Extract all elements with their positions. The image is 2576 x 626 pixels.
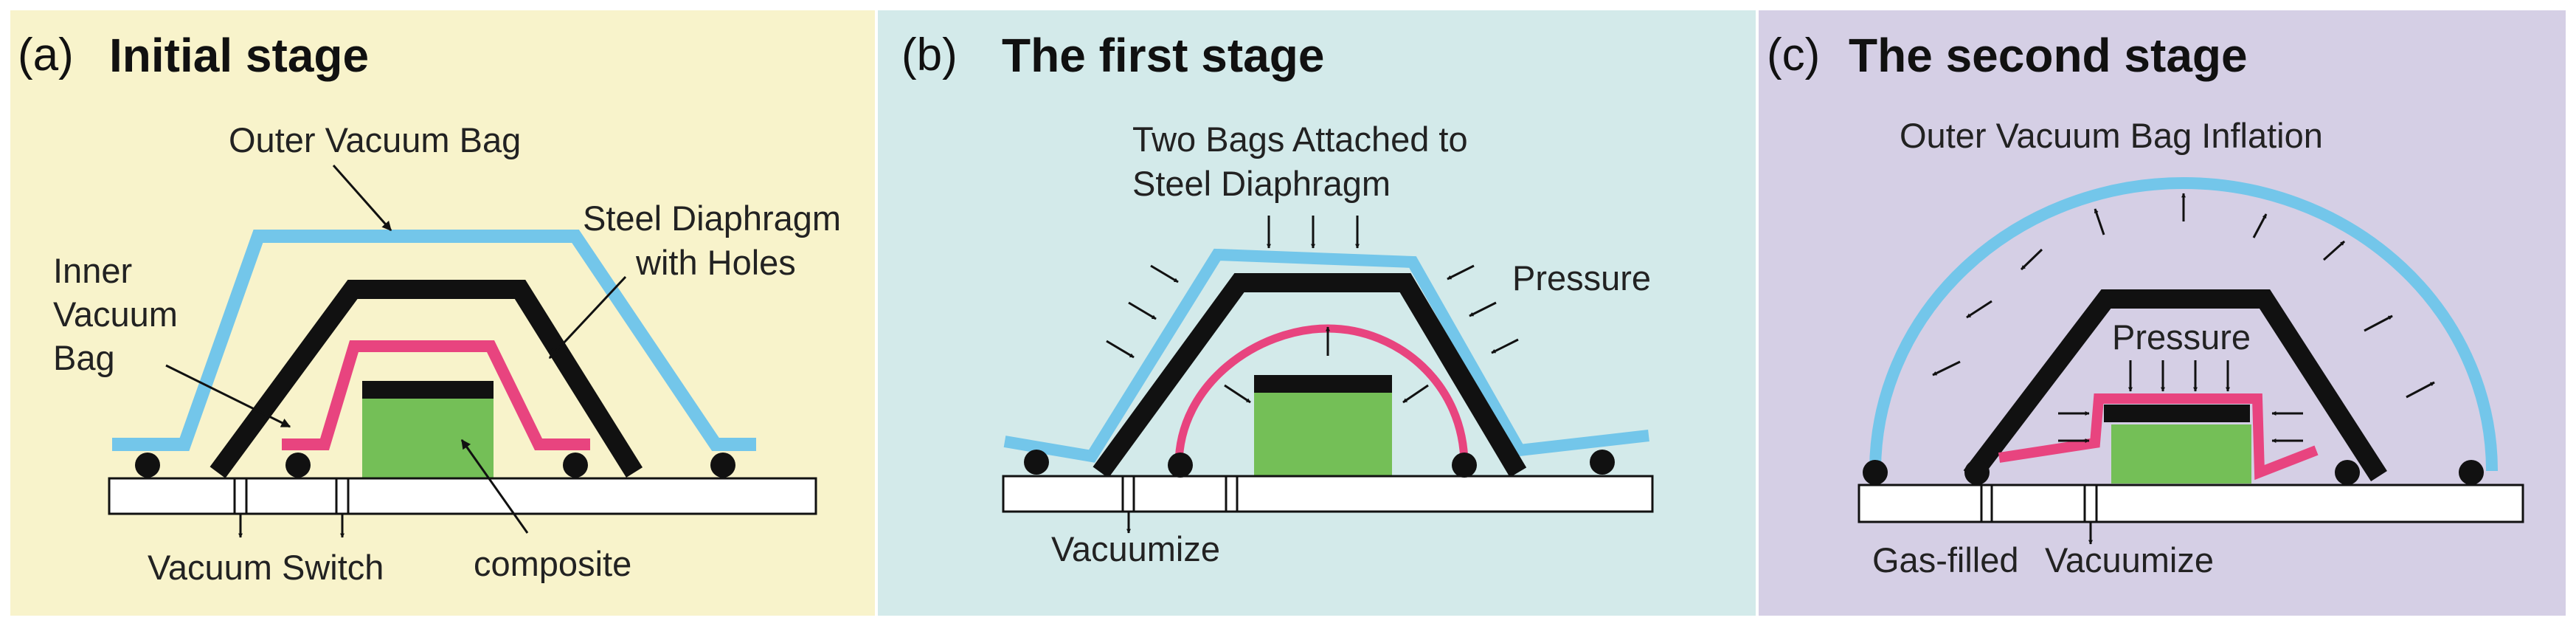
valve-1 [1980,485,1993,522]
seal-dot [2459,460,2484,485]
inflation-arrow [2406,381,2435,399]
label-vacuumize: Vacuumize [2045,540,2214,579]
steel-diaphragm [1093,273,1527,478]
pressure-arrow [1150,264,1179,283]
label-gas-filled: Gas-filled [1872,540,2019,579]
label-pressure: Pressure [2112,317,2251,357]
base-plate [1002,475,1654,513]
panel-c-title: The second stage [1849,29,2248,82]
seal-dot [1964,460,1990,485]
inflation-arrow [2364,314,2393,332]
label-inflation: Outer Vacuum Bag Inflation [1900,116,2323,155]
inflation-arrow [1932,360,1961,376]
composite-top-layer [2104,405,2250,422]
panel-b: (b) The first stage [878,10,1756,616]
inflation-arrow [2252,213,2268,238]
seal-dot [1168,453,1193,478]
seal-dot [1024,450,1049,475]
diaphragm-pointer [548,275,627,360]
label-diaphragm-2: with Holes [635,243,796,282]
label-composite: composite [474,544,631,583]
label-vacuumize: Vacuumize [1051,529,1220,568]
pressure-arrow [1106,340,1135,359]
label-inner-2: Vacuum [53,295,178,334]
inflation-arrow [2323,240,2345,261]
steel-diaphragm [1963,289,2387,482]
composite-pointer [460,438,529,534]
pressure-arrow [1447,264,1475,281]
composite-block [362,397,494,478]
panel-a-letter: (a) [18,30,74,80]
base-plate [1857,484,2524,523]
panel-c-letter: (c) [1767,30,1820,80]
inflation-arrow [2094,208,2105,235]
inner-arrow [1224,384,1251,404]
composite-top-layer [362,381,494,399]
pressure-arrow [1128,301,1157,320]
seal-dot [710,453,735,478]
panel-b-title: The first stage [1002,29,1324,82]
panel-c: (c) The second stage [1759,10,2566,616]
valve-2 [1225,476,1239,512]
pressure-arrow [1491,338,1519,354]
base-plate [108,477,817,515]
label-diaphragm-1: Steel Diaphragm [583,199,841,238]
inflation-arrow [1966,300,1992,319]
outer-bag-pointer [332,165,392,231]
valve-1 [233,478,248,514]
label-inner-1: Inner [53,251,132,290]
valve-2 [2083,485,2098,522]
panel-b-letter: (b) [901,30,958,80]
label-vacuum-switch: Vacuum Switch [148,548,384,587]
seal-dot [135,453,160,478]
valve-2 [335,478,350,514]
seal-dot [563,453,588,478]
inner-arrow [1402,384,1429,404]
label-attached-1: Two Bags Attached to [1132,120,1468,159]
composite-top-layer [1254,375,1392,393]
seal-dot [1452,453,1477,478]
panel-a-title: Initial stage [109,29,369,82]
steel-diaphragm [210,280,643,478]
label-outer-bag: Outer Vacuum Bag [229,120,521,159]
composite-block [2111,424,2251,484]
outer-vacuum-bag [1003,248,1649,463]
outer-vacuum-bag [112,230,756,451]
composite-block [1254,391,1392,476]
valve-1 [1121,476,1135,512]
inner-vacuum-bag [282,340,590,450]
label-inner-3: Bag [53,338,115,377]
inflation-arrow [2020,248,2043,271]
label-pressure: Pressure [1512,258,1651,297]
seal-dot [1863,460,1888,485]
inner-bag-pointer [165,364,291,428]
seal-dot [1590,450,1615,475]
seal-dot [285,453,311,478]
panel-a: (a) Initial stage Outer Vac [10,10,875,616]
inner-vacuum-bag [1998,393,2319,481]
label-attached-2: Steel Diaphragm [1132,164,1391,203]
panel-b-background [878,10,1756,616]
pressure-arrow [1469,301,1497,317]
seal-dot [2335,460,2360,485]
outer-vacuum-bag-inflated [1869,177,2498,472]
